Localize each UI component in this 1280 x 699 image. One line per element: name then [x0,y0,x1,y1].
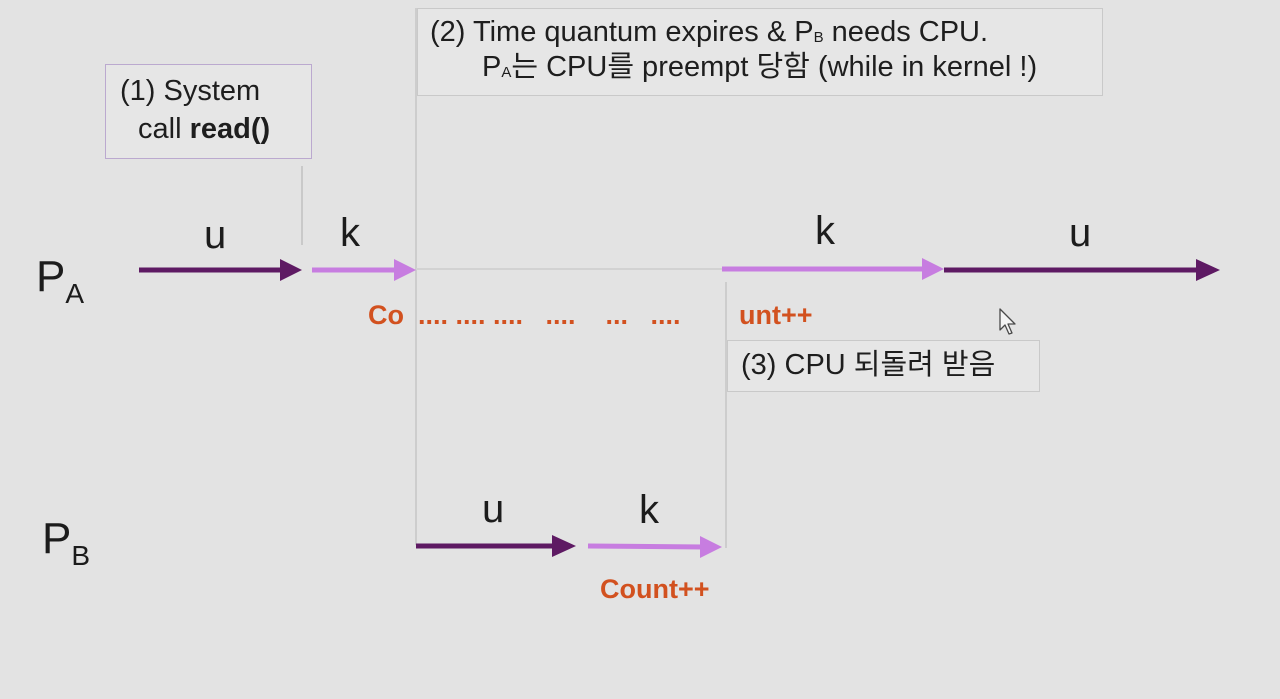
callout2-line2-sub: A [501,64,512,82]
callout-system-call-line2: call read() [120,111,311,147]
count-end-text: unt++ [739,300,813,330]
callout2-line1-pre: (2) Time quantum expires & P [430,16,814,48]
process-pa-sub: A [65,278,85,309]
callout2-line2-pre: P [482,51,502,84]
pa-kernel-arrowhead-1 [394,259,416,281]
pb-user-arrowhead [552,535,576,557]
pb-segment-u-label: u [482,487,505,531]
pa-segment-u1-label: u [204,213,227,257]
callout-time-quantum: (2) Time quantum expires & PB needs CPU.… [417,8,1103,96]
pa-segment-k2-label: k [815,209,835,253]
callout-cpu-returned-text: (3) CPU 되돌려 받음 [741,349,996,381]
pb-kernel-arrow [587,543,705,550]
count-dots: .... .... .... .... ... .... [418,300,681,330]
callout-cpu-returned: (3) CPU 되돌려 받음 [727,340,1040,392]
mouse-pointer-icon [999,308,1016,335]
pb-segment-k-label: k [639,488,659,532]
callout-call-word: call [138,113,182,146]
callout-read-func: read() [189,113,271,146]
callout-system-call-line1: (1) System [120,75,261,107]
process-pa-name: P [36,252,66,301]
pa-user-arrowhead-2 [1196,259,1220,281]
process-pb-name: P [42,514,72,563]
process-label-pb: PB [42,517,90,570]
process-label-pa: PA [36,255,84,308]
process-pb-sub: B [71,540,91,571]
count-start-text: Co [368,300,404,330]
pa-kernel-arrowhead-2 [922,258,944,280]
callout2-line1-sub: B [813,29,824,46]
pa-user-arrowhead-1 [280,259,302,281]
pa-segment-u2-label: u [1069,211,1092,255]
callout-time-quantum-line2: PA는 CPU를 preempt 당함 (while in kernel !) [430,50,1102,85]
callout-system-call: (1) System call read() [105,64,312,159]
pb-kernel-arrowhead [700,536,722,558]
pb-count-text: Count++ [600,574,710,604]
pa-segment-k1-label: k [340,211,360,255]
callout2-line2-post: 는 CPU를 preempt 당함 (while in kernel !) [511,51,1038,84]
callout2-line1-post: needs CPU. [823,16,989,48]
callout-time-quantum-line1: (2) Time quantum expires & PB needs CPU. [430,15,1102,50]
